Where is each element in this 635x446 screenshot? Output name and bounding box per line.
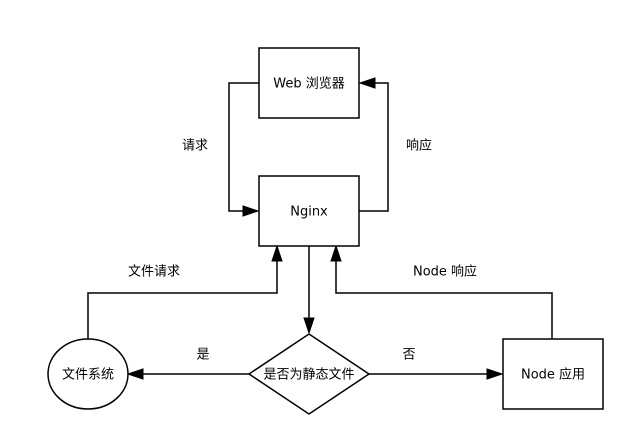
- node-nginx: Nginx: [258, 175, 360, 247]
- edge-label-request: 请求: [182, 139, 208, 154]
- edge-node-response: [330, 244, 553, 339]
- edge-label-response: 响应: [406, 138, 432, 154]
- arrowhead-file-request: [271, 244, 283, 262]
- node-browser-label: Web 浏览器: [273, 76, 344, 92]
- node-decision: 是否为静态文件: [247, 333, 371, 415]
- edge-request: [228, 82, 260, 217]
- arrowhead-decision: [303, 317, 315, 335]
- edge-file-request: [87, 244, 283, 340]
- edge-label-file-request: 文件请求: [128, 265, 180, 280]
- arrowhead-request: [242, 205, 260, 217]
- edge-no: [369, 368, 504, 380]
- node-decision-label: 是否为静态文件: [263, 368, 354, 383]
- node-nginx-label: Nginx: [290, 205, 328, 220]
- arrowhead-response: [358, 77, 376, 89]
- node-node-app: Node 应用: [502, 338, 604, 410]
- arrowhead-node-response: [330, 244, 342, 262]
- arrowhead-no: [486, 368, 504, 380]
- node-browser: Web 浏览器: [258, 47, 360, 119]
- node-filesystem-label: 文件系统: [62, 368, 114, 383]
- edge-label-yes: 是: [196, 348, 209, 363]
- edge-label-node-response: Node 响应: [413, 264, 477, 280]
- edge-label-no: 否: [402, 348, 415, 363]
- edge-response: [358, 77, 389, 212]
- node-node-app-label: Node 应用: [521, 367, 585, 383]
- node-filesystem: 文件系统: [47, 338, 129, 410]
- edge-nginx-to-decision: [303, 246, 315, 335]
- edge-yes: [126, 368, 249, 380]
- arrowhead-yes: [126, 368, 144, 380]
